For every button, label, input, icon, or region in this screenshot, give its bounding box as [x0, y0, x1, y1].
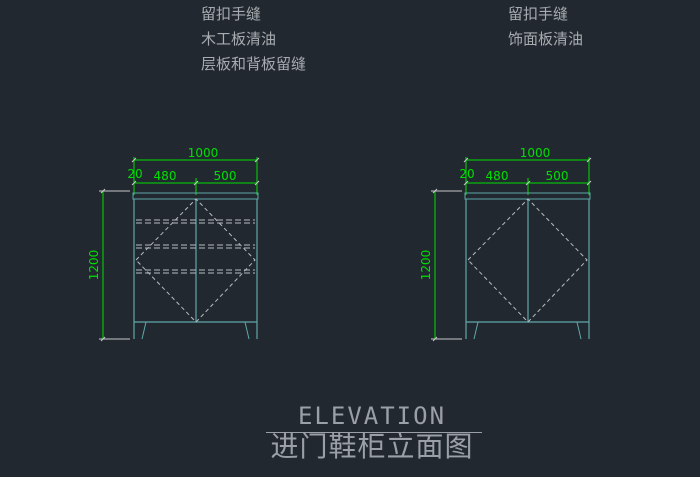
left-dim-side-label: 20	[127, 167, 142, 181]
left-dim-overall-label: 1000	[188, 146, 219, 160]
cabinet-elevation-left: 1000 20 480 500 1200	[87, 146, 260, 342]
right-door-diamond-dashed	[467, 198, 588, 323]
left-tick-height-top	[100, 188, 106, 194]
right-tick-height-top	[432, 188, 438, 194]
right-tick-parts-left	[463, 180, 469, 186]
right-dim-left-part-label: 480	[486, 169, 509, 183]
right-leg-right-slope	[576, 321, 582, 340]
right-leg-left-slope	[473, 321, 479, 340]
title-chinese: 进门鞋柜立面图	[270, 430, 474, 463]
cabinet-elevation-right: 1000 20 480 500 1200	[419, 146, 592, 342]
left-tick-height-bottom	[100, 336, 106, 342]
right-dim-right-part-label: 500	[546, 169, 569, 183]
note-left-1: 留扣手缝	[201, 5, 262, 23]
right-dim-height-label: 1200	[419, 250, 433, 281]
title-english: ELEVATION	[297, 402, 447, 430]
left-door-diamond-dashed	[135, 198, 256, 323]
left-tick-overall-right	[254, 157, 260, 163]
right-tick-height-bottom	[432, 336, 438, 342]
right-dim-side-label: 20	[459, 167, 474, 181]
right-tick-parts-right	[586, 180, 592, 186]
title-underline	[266, 432, 482, 433]
left-dim-height-label: 1200	[87, 250, 101, 281]
right-dim-overall-label: 1000	[520, 146, 551, 160]
right-tick-overall-left	[463, 157, 469, 163]
right-tick-overall-right	[586, 157, 592, 163]
left-leg-right-slope	[244, 321, 250, 340]
left-tick-parts-mid	[193, 180, 199, 186]
right-tick-parts-mid	[525, 180, 531, 186]
note-right-2: 饰面板清油	[508, 30, 584, 48]
note-left-3: 层板和背板留缝	[201, 55, 307, 73]
left-tick-overall-left	[131, 157, 137, 163]
left-tick-parts-right	[254, 180, 260, 186]
left-tick-parts-left	[131, 180, 137, 186]
note-left-2: 木工板清油	[201, 30, 277, 48]
left-dim-right-part-label: 500	[214, 169, 237, 183]
left-leg-left-slope	[141, 321, 147, 340]
note-right-1: 留扣手缝	[508, 5, 569, 23]
left-dim-left-part-label: 480	[154, 169, 177, 183]
